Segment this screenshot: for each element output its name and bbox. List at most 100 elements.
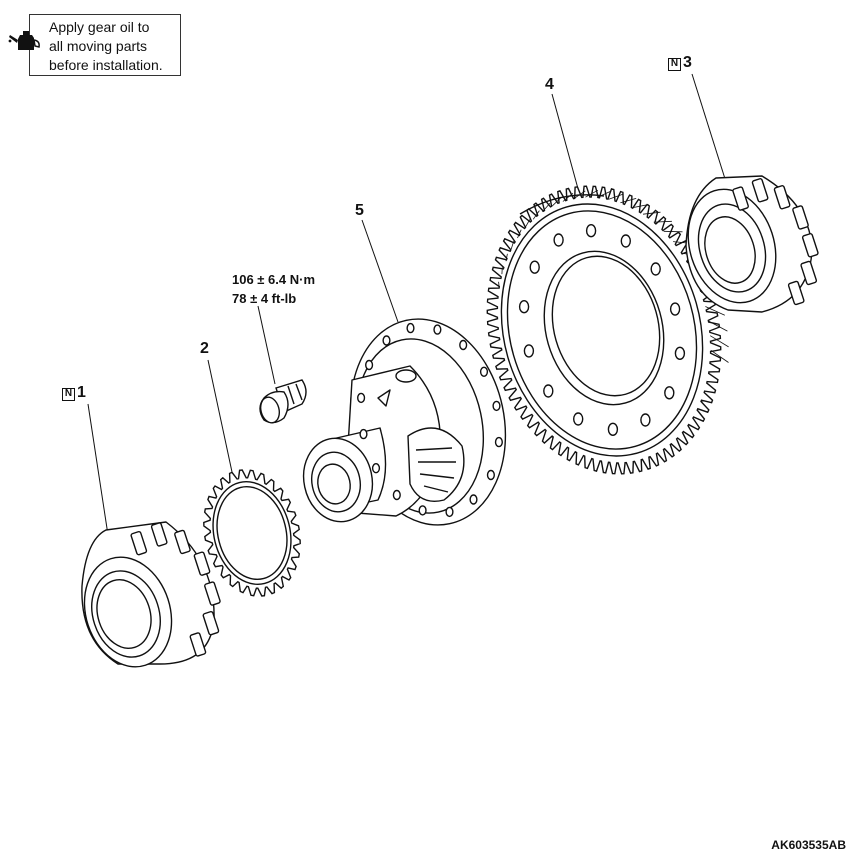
bearing-roller (189, 632, 207, 657)
bolt-hole (365, 359, 374, 371)
tapered-roller-bearing-1 (81, 521, 221, 668)
gear-tooth-line (562, 192, 574, 202)
bearing-roller (773, 185, 791, 210)
bearing-roller (204, 581, 221, 606)
gear-tooth-line (585, 189, 599, 198)
bolt-hole (445, 506, 454, 518)
bearing-roller (801, 233, 819, 258)
gear-tooth-line (524, 219, 531, 229)
differential-drive-gear (486, 185, 729, 475)
bearing-1-rollers (130, 522, 221, 657)
leader-line-4 (551, 93, 581, 197)
callout-part-4: 4 (545, 76, 554, 94)
bolt-hole (492, 400, 501, 412)
bolt-hole (674, 346, 686, 360)
new-part-badge-1: N (62, 388, 75, 401)
callout-number-3: 3 (683, 54, 692, 71)
bolt-hole (607, 422, 619, 436)
torque-spec: 106 ± 6.4 N·m 78 ± 4 ft-lb (232, 270, 315, 308)
gear-tooth-line (510, 241, 515, 250)
gear-tooth-line (710, 349, 729, 363)
gear-tooth-line (542, 202, 551, 213)
note-text: Apply gear oil to all moving parts befor… (49, 18, 163, 75)
oil-can-icon (8, 31, 40, 50)
callout-number-4: 4 (545, 76, 554, 93)
callout-number-2: 2 (200, 340, 209, 357)
gear-tooth-line (642, 211, 661, 215)
leader-line-torque (257, 305, 276, 385)
leader-line-2 (207, 359, 233, 473)
bearing-3-rollers (732, 178, 819, 306)
tapered-roller-bearing-3 (685, 175, 819, 313)
gear-tooth-line (709, 335, 729, 348)
gear-tooth-line (620, 198, 637, 204)
bolt-hole (359, 428, 368, 440)
bearing-roller (732, 186, 749, 211)
note-line-3: before installation. (49, 57, 163, 73)
note-line-1: Apply gear oil to (49, 19, 150, 35)
gear-tooth-line (631, 204, 649, 209)
bolt-hole (664, 386, 675, 400)
bolt-hole (418, 505, 427, 516)
gear-tooth-line (552, 197, 562, 207)
gear-tooth-line (498, 281, 500, 288)
note-box (29, 14, 181, 76)
bolt-hole (529, 260, 540, 274)
bolt-hole (669, 302, 681, 316)
bolt-hole (486, 469, 495, 481)
bolt-hole (585, 223, 597, 238)
gear-tooth-line (517, 229, 522, 239)
bearing-roller (800, 260, 818, 286)
bolt-hole (459, 339, 468, 351)
bolt-hole (479, 366, 489, 377)
bolt-hole (523, 344, 535, 358)
bolt-hole (392, 489, 401, 501)
differential-case (302, 318, 507, 526)
bearing-roller (193, 551, 211, 576)
bolt-hole (494, 436, 503, 448)
bearing-roller (202, 610, 220, 636)
callout-number-5: 5 (355, 202, 364, 219)
bolt-hole (573, 412, 584, 426)
leader-line-1 (87, 403, 109, 536)
callout-part-5: 5 (355, 202, 364, 220)
bolt-hole (357, 392, 366, 404)
bolt-hole (640, 413, 651, 427)
gear-tooth-line (608, 193, 624, 200)
bolt-hole (382, 335, 391, 346)
gear-tooth-line (505, 253, 508, 262)
case-bolt-holes (357, 322, 503, 518)
bearing-roller (150, 522, 168, 547)
gear-tooth-line (705, 306, 725, 316)
gear-tooth-line (532, 210, 540, 220)
bearing-roller (751, 178, 769, 203)
bolt-hole (650, 262, 661, 276)
bolt-hole (406, 322, 415, 334)
gear-bolt-holes (518, 223, 686, 436)
bolt-hole (469, 494, 478, 505)
leader-lines (87, 73, 727, 536)
leader-line-3 (691, 73, 727, 183)
bearing-roller (174, 529, 191, 555)
bolt-hole (553, 233, 564, 247)
bolt-hole (620, 234, 631, 248)
bolt-hole (518, 300, 530, 314)
callout-part-2: 2 (200, 340, 209, 358)
bearing-roller (787, 280, 805, 306)
callout-number-1: 1 (77, 384, 86, 401)
figure-code: AK603535AB (771, 838, 846, 852)
gear-tooth-line (573, 190, 586, 199)
tone-wheel (203, 469, 301, 597)
torque-metric: 106 ± 6.4 N·m (232, 272, 316, 287)
gear-tooth-line (596, 190, 611, 198)
bolt-hole (543, 384, 554, 398)
gear-tooth-line (653, 220, 672, 223)
bolt-hole (433, 324, 442, 335)
note-line-2: all moving parts (49, 38, 148, 54)
new-part-badge-3: N (668, 58, 681, 71)
bearing-roller (130, 530, 148, 556)
